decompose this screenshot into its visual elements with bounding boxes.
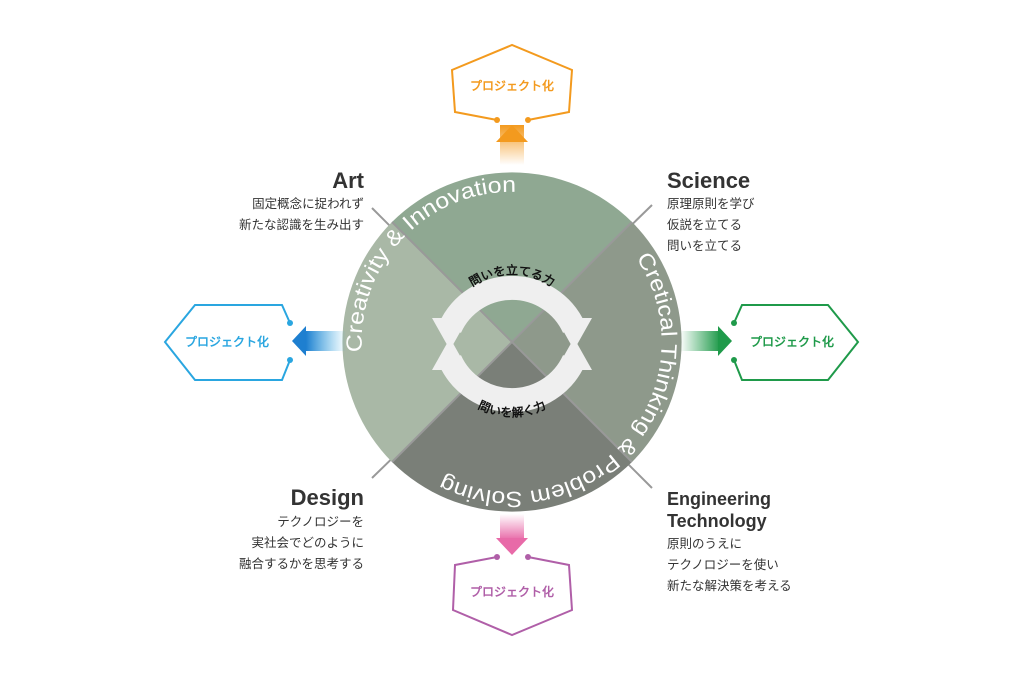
arrow-down-icon — [496, 538, 528, 555]
quadrant-left — [342, 222, 512, 462]
center-circle — [342, 172, 682, 512]
project-label-left: プロジェクト化 — [185, 334, 269, 349]
project-label-right: プロジェクト化 — [750, 334, 834, 349]
engineering-block: Engineering Technology 原則のうえに テクノロジーを使い … — [667, 489, 792, 593]
quadrant-top — [392, 172, 632, 342]
design-line-1: テクノロジーを — [277, 514, 364, 529]
project-label-top: プロジェクト化 — [470, 78, 554, 93]
design-line-3: 融合するかを思考する — [239, 556, 364, 571]
science-title: Science — [667, 168, 750, 193]
quadrant-right — [512, 222, 682, 462]
science-line-3: 問いを立てる — [667, 238, 742, 253]
arrow-left-icon — [292, 326, 306, 356]
engineering-title-2: Technology — [667, 511, 767, 531]
science-line-2: 仮説を立てる — [667, 217, 742, 232]
design-block: Design テクノロジーを 実社会でどのように 融合するかを思考する — [239, 485, 364, 571]
cycle-arrows — [432, 276, 592, 412]
art-block: Art 固定概念に捉われず 新たな認識を生み出す — [239, 168, 365, 232]
quadrant-bottom — [392, 342, 632, 512]
design-title: Design — [291, 485, 364, 510]
project-bottom: プロジェクト化 — [451, 514, 574, 637]
arrow-up-icon — [496, 125, 528, 142]
science-line-1: 原理原則を学び — [667, 196, 755, 211]
project-label-bottom: プロジェクト化 — [470, 584, 554, 599]
engineering-title-1: Engineering — [667, 489, 771, 509]
project-left: プロジェクト化 — [163, 304, 346, 381]
engineering-line-2: テクノロジーを使い — [667, 557, 779, 572]
engineering-line-3: 新たな解決策を考える — [667, 578, 792, 593]
design-line-2: 実社会でどのように — [251, 535, 364, 550]
project-top: プロジェクト化 — [450, 43, 574, 165]
art-line-2: 新たな認識を生み出す — [239, 217, 364, 232]
project-right: プロジェクト化 — [680, 304, 860, 381]
art-line-1: 固定概念に捉われず — [252, 196, 364, 211]
arrow-right-icon — [718, 326, 732, 356]
art-title: Art — [332, 168, 364, 193]
engineering-line-1: 原則のうえに — [667, 536, 742, 551]
science-block: Science 原理原則を学び 仮説を立てる 問いを立てる — [667, 168, 755, 253]
